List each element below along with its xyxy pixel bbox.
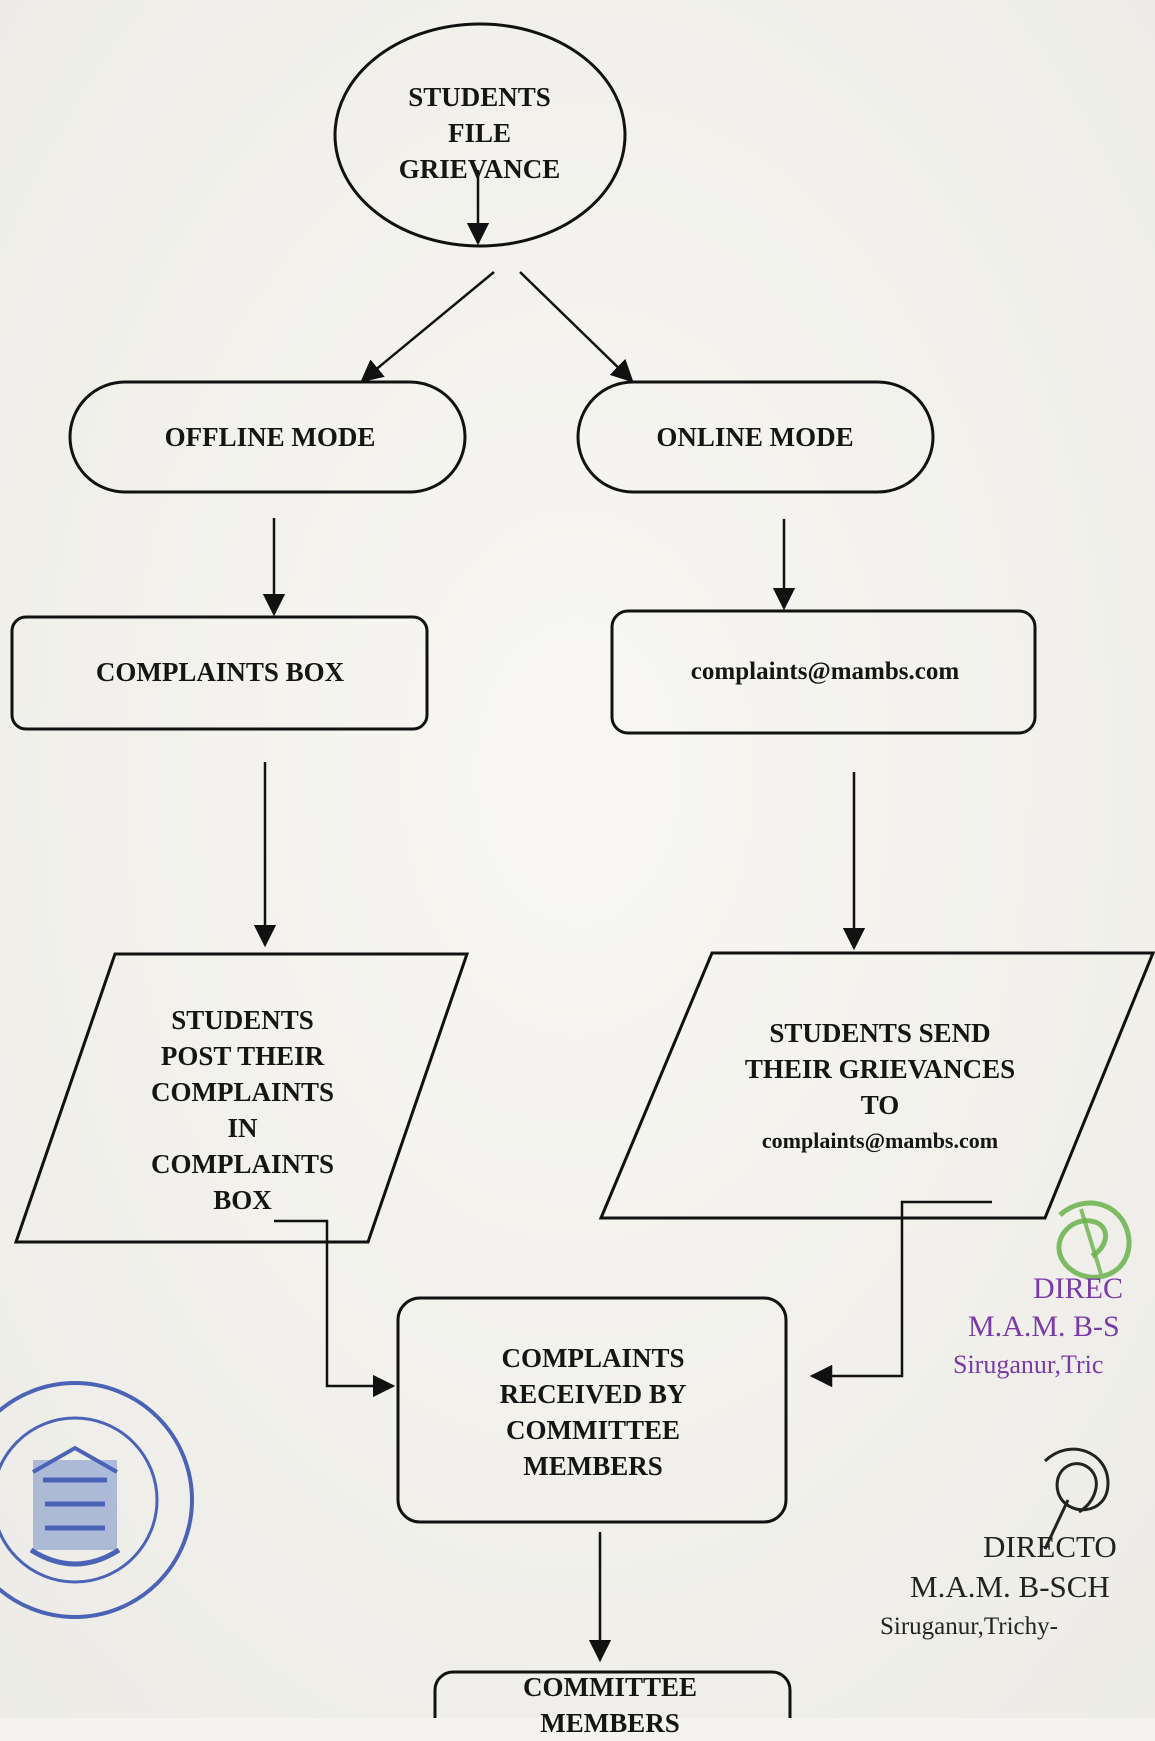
purple-signature [1056,1200,1132,1280]
start-ellipse [333,22,627,248]
purple-stamp: DIREC M.A.M. B-S Siruganur,Tric [953,1272,1123,1379]
online-action-parallelogram [598,951,1155,1220]
complaints-box-rect [10,615,429,731]
complaints-box-label: COMPLAINTS BOX [95,657,345,687]
black-stamp: DIRECTO M.A.M. B-SCH Siruganur,Trichy- [880,1529,1117,1640]
offline-mode-terminal [68,380,467,494]
purple-signature-stroke [1079,1208,1103,1275]
black-signature [1043,1447,1110,1550]
arrow-to-online [519,271,634,383]
arrow-post-to-received [274,1219,396,1398]
email-label: complaints@mambs.com [690,658,960,685]
bottom-label: COMMITTEE MEMBERS [523,1672,697,1738]
offline-action-parallelogram [13,952,470,1244]
arrow-send-to-received [809,1200,992,1388]
bottom-rect [433,1670,792,1718]
offline-mode-label: OFFLINE MODE [164,422,376,452]
email-rect [610,609,1037,735]
online-mode-label: ONLINE MODE [656,422,854,452]
online-mode-terminal [576,380,935,494]
institution-seal [0,1381,194,1619]
arrow-to-offline [360,271,495,383]
received-rect [396,1296,788,1524]
